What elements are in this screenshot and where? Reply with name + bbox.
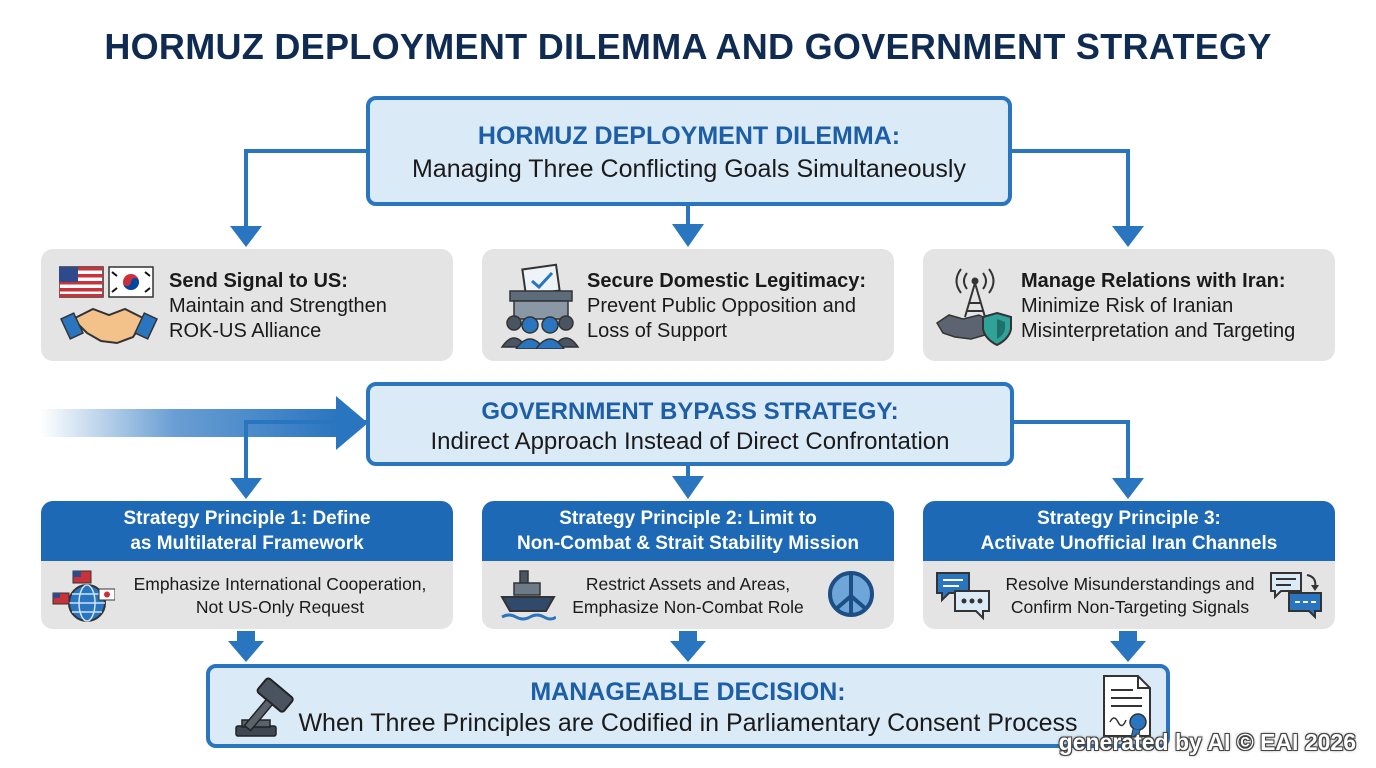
dilemma-title: HORMUZ DEPLOYMENT DILEMMA: [477,122,901,150]
principle-card-1: Strategy Principle 1: Define as Multilat… [41,501,453,629]
principle-card-3: Strategy Principle 3: Activate Unofficia… [923,501,1335,629]
decision-title: MANAGEABLE DECISION: [530,678,846,706]
principle-text-3: Resolve Misunderstandings and Confirm No… [989,573,1271,619]
goal-card-iran: Manage Relations with Iran: Minimize Ris… [923,249,1335,361]
goal-card-domestic: Secure Domestic Legitimacy: Prevent Publ… [482,249,894,361]
bypass-strategy-box: GOVERNMENT BYPASS STRATEGY: Indirect App… [366,382,1014,466]
peace-symbol-icon [828,571,874,617]
main-title: HORMUZ DEPLOYMENT DILEMMA AND GOVERNMENT… [104,26,1272,67]
principle-body2-3: Confirm Non-Targeting Signals [1010,597,1250,617]
goal-title-us: Send Signal to US: [169,270,348,292]
goal-text-iran: Manage Relations with Iran: Minimize Ris… [1021,269,1295,344]
principle-text-1: Emphasize International Cooperation, Not… [117,573,443,619]
goal-text-domestic: Secure Domestic Legitimacy: Prevent Publ… [587,269,866,344]
principle-card-2: Strategy Principle 2: Limit to Non-Comba… [482,501,894,629]
principle-body2-2: Emphasize Non-Combat Role [572,597,804,617]
principle-body1-1: Emphasize International Cooperation, [133,574,427,594]
principle-head1-3: Strategy Principle 3: [1037,508,1221,529]
document-seal-icon [1103,675,1151,740]
principle-body1-2: Restrict Assets and Areas, [585,574,791,594]
goal-line1-us: Maintain and Strengthen [169,295,387,317]
gavel-icon [235,677,294,737]
goal-line1-iran: Minimize Risk of Iranian [1021,295,1234,317]
principle-head1-1: Strategy Principle 1: Define [123,508,371,529]
decision-subtitle: When Three Principles are Codified in Pa… [298,709,1078,737]
ballot-box-crowd-icon [500,263,580,349]
principle-head2-3: Activate Unofficial Iran Channels [980,533,1278,554]
goal-line1-domestic: Prevent Public Opposition and [587,295,857,317]
chat-bubbles-icon [936,572,990,621]
principle-head2-2: Non-Combat & Strait Stability Mission [516,533,860,554]
goal-text-us: Send Signal to US: Maintain and Strength… [169,269,387,344]
principle-body-1: Emphasize International Cooperation, Not… [41,561,453,629]
principle-body-3: Resolve Misunderstandings and Confirm No… [923,561,1335,629]
watermark: generated by AI © EAI 2026 [1058,729,1356,755]
decision-box: MANAGEABLE DECISION: When Three Principl… [206,664,1170,748]
dilemma-box: HORMUZ DEPLOYMENT DILEMMA: Managing Thre… [366,96,1012,206]
principle-body1-3: Resolve Misunderstandings and [1005,574,1255,594]
goal-line2-domestic: Loss of Support [587,320,728,342]
principle-text-2: Restrict Assets and Areas, Emphasize Non… [552,573,824,619]
dilemma-subtitle: Managing Three Conflicting Goals Simulta… [411,155,966,183]
strategy-title: GOVERNMENT BYPASS STRATEGY: [481,398,899,425]
goal-title-domestic: Secure Domestic Legitimacy: [587,270,866,292]
principle-header-3: Strategy Principle 3: Activate Unofficia… [923,501,1335,561]
goal-card-us: Send Signal to US: Maintain and Strength… [41,249,453,361]
goal-line2-iran: Misinterpretation and Targeting [1021,320,1296,342]
us-korea-flags-handshake-icon [59,266,158,345]
globe-flags-icon [52,570,115,622]
principle-body2-1: Not US-Only Request [195,597,365,617]
strategy-subtitle: Indirect Approach Instead of Direct Conf… [430,428,950,455]
principle-body-2: Restrict Assets and Areas, Emphasize Non… [482,561,894,629]
goal-title-iran: Manage Relations with Iran: [1021,270,1286,292]
radio-tower-map-shield-icon [935,268,1012,347]
principle-head1-2: Strategy Principle 2: Limit to [559,508,817,529]
principle-header-1: Strategy Principle 1: Define as Multilat… [41,501,453,561]
principle-header-2: Strategy Principle 2: Limit to Non-Comba… [482,501,894,561]
ship-icon [500,570,556,621]
principle-head2-1: as Multilateral Framework [130,533,364,554]
goal-line2-us: ROK-US Alliance [169,320,322,342]
message-exchange-icon [1270,572,1322,620]
